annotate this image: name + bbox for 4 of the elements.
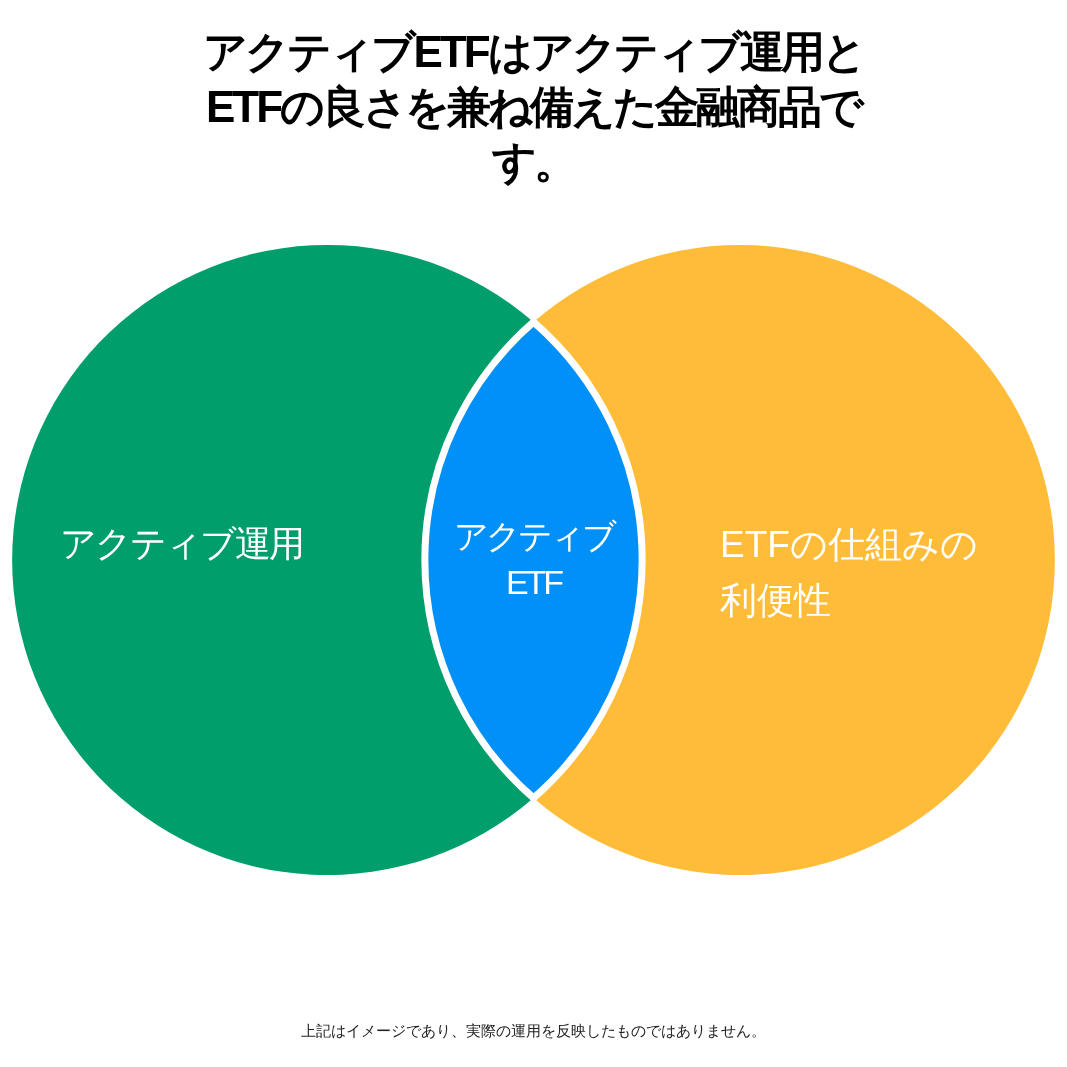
node-label: アクティブ運用 — [60, 522, 304, 566]
caption: 上記はイメージであり、実際の運用を反映したものではありません。 — [300, 1021, 767, 1041]
node-label: ETFの仕組みの利便性 — [720, 523, 979, 623]
title: アクティブETFはアクティブ運用とETFの良さを兼ね備えた金融商品です。 — [202, 26, 865, 188]
